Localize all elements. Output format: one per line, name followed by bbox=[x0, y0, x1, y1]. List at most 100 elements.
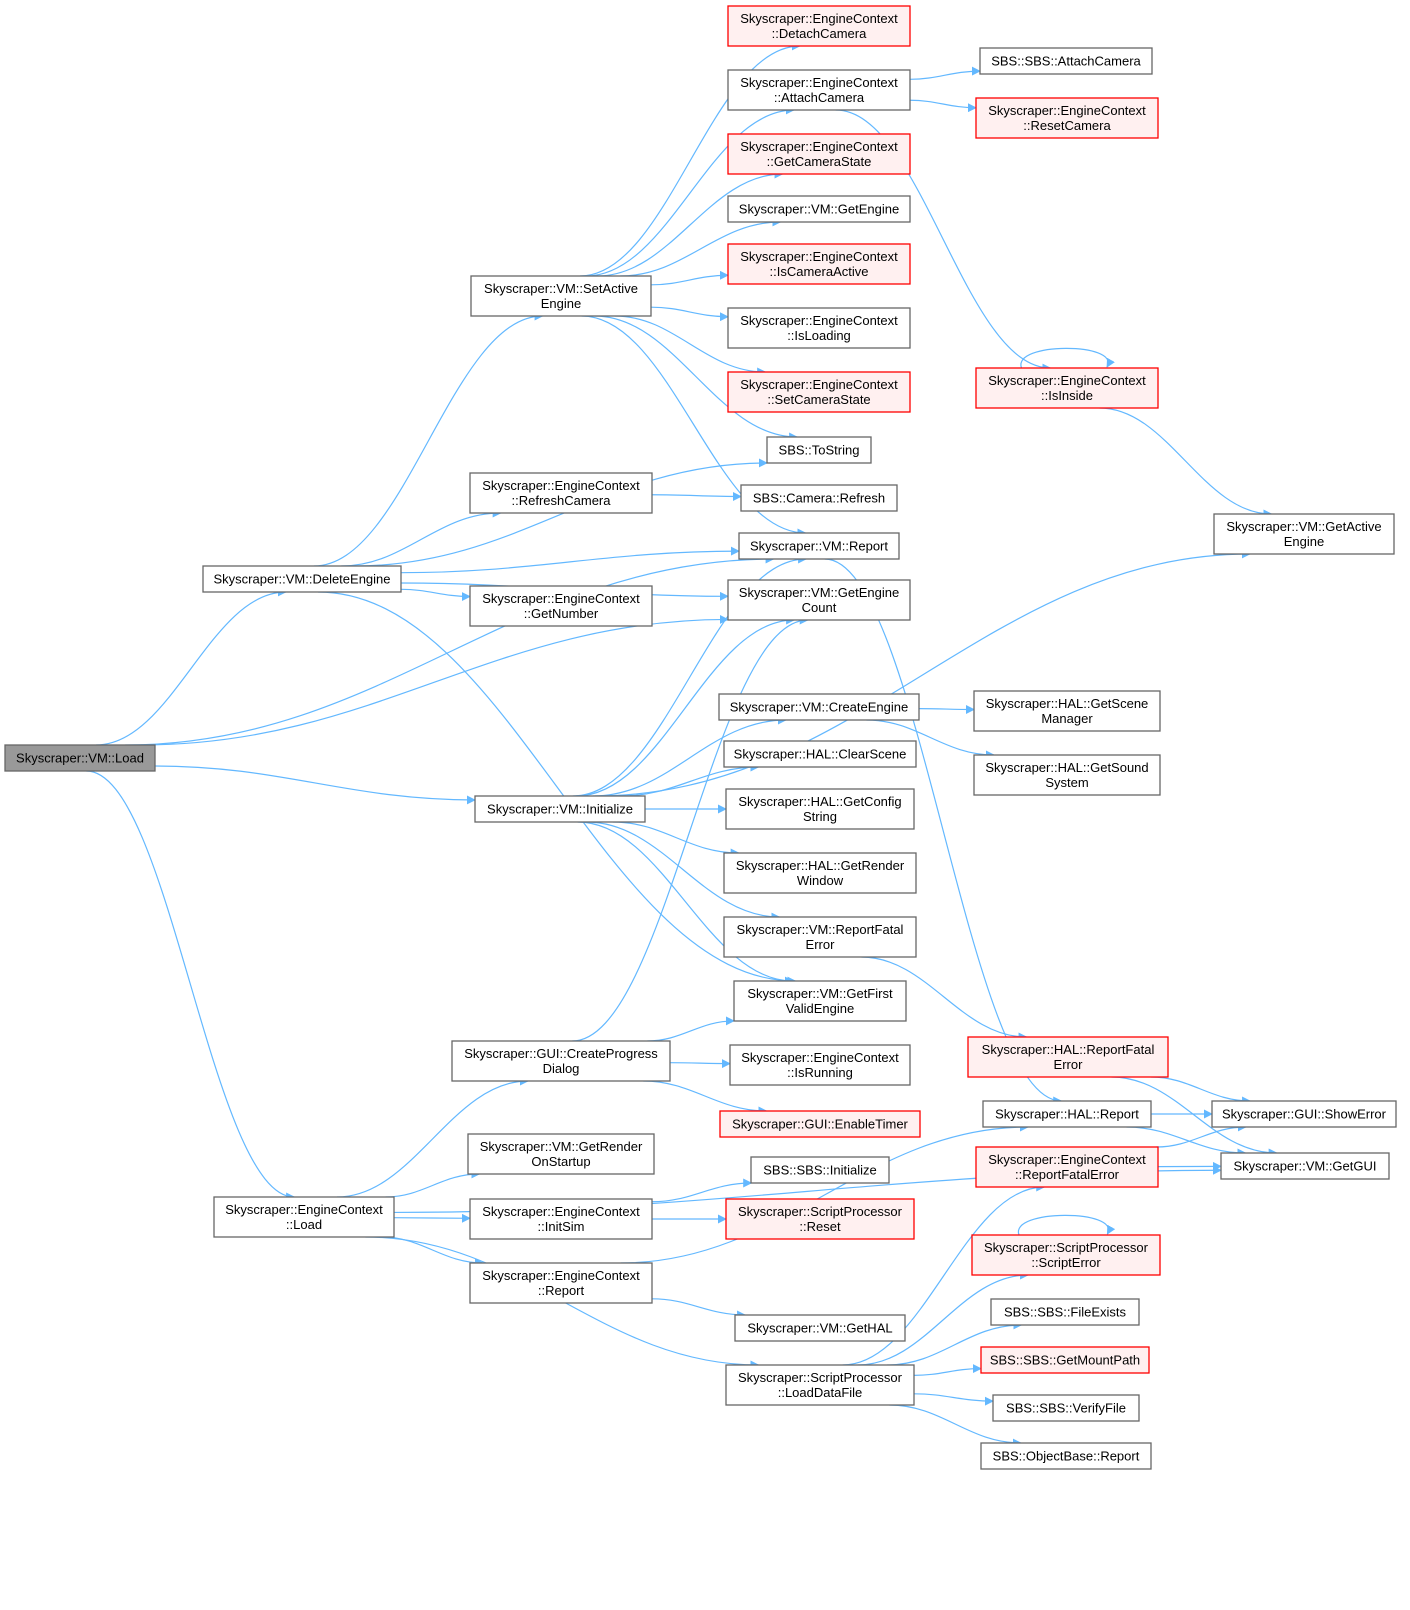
node-show-error[interactable]: Skyscraper::GUI::ShowError bbox=[1211, 1100, 1397, 1128]
node-ec-report[interactable]: Skyscraper::EngineContext::Report bbox=[469, 1262, 653, 1304]
node-get-gui[interactable]: Skyscraper::VM::GetGUI bbox=[1220, 1152, 1390, 1180]
edge-attach-cam-to-sbs-attach-cam bbox=[909, 66, 981, 80]
node-box bbox=[975, 1146, 1159, 1188]
node-box bbox=[992, 1394, 1140, 1422]
edge-ec-report-to-get-hal bbox=[651, 1298, 747, 1320]
node-label-line: Skyscraper::VM::GetRender bbox=[480, 1139, 643, 1154]
node-clear-scene[interactable]: Skyscraper::HAL::ClearScene bbox=[723, 740, 917, 768]
edge-set-active-to-vm-get-engine bbox=[620, 217, 782, 277]
node-box bbox=[451, 1040, 671, 1082]
node-label-line: SBS::SBS::Initialize bbox=[763, 1163, 876, 1178]
node-hal-report-fatal[interactable]: Skyscraper::HAL::ReportFatalError bbox=[967, 1036, 1169, 1078]
node-load[interactable]: Skyscraper::VM::Load bbox=[4, 744, 156, 772]
node-label-line: Manager bbox=[1041, 711, 1093, 726]
node-box bbox=[719, 1110, 921, 1138]
node-box bbox=[723, 916, 917, 958]
node-box bbox=[750, 1156, 890, 1184]
node-vm-report-fatal[interactable]: Skyscraper::VM::ReportFatalError bbox=[723, 916, 917, 958]
node-box bbox=[975, 367, 1159, 409]
node-get-cam-state[interactable]: Skyscraper::EngineContext::GetCameraStat… bbox=[727, 133, 911, 175]
node-to-string[interactable]: SBS::ToString bbox=[766, 436, 872, 464]
node-reset-cam[interactable]: Skyscraper::EngineContext::ResetCamera bbox=[975, 97, 1159, 139]
node-create-engine[interactable]: Skyscraper::VM::CreateEngine bbox=[718, 693, 920, 721]
node-initialize[interactable]: Skyscraper::VM::Initialize bbox=[474, 795, 646, 823]
node-box bbox=[980, 1442, 1152, 1470]
edge-delete-engine-to-get-number bbox=[400, 588, 471, 602]
node-cam-refresh[interactable]: SBS::Camera::Refresh bbox=[740, 484, 898, 512]
node-script-error[interactable]: Skyscraper::ScriptProcessor::ScriptError bbox=[971, 1234, 1161, 1276]
node-ec-report-fatal[interactable]: Skyscraper::EngineContext::ReportFatalEr… bbox=[975, 1146, 1159, 1188]
node-label-line: Skyscraper::VM::CreateEngine bbox=[730, 700, 908, 715]
node-box bbox=[1220, 1152, 1390, 1180]
node-detach-cam[interactable]: Skyscraper::EngineContext::DetachCamera bbox=[727, 5, 911, 47]
node-refresh-cam[interactable]: Skyscraper::EngineContext::RefreshCamera bbox=[469, 472, 653, 514]
node-get-number[interactable]: Skyscraper::EngineContext::GetNumber bbox=[469, 585, 653, 627]
node-box bbox=[740, 484, 898, 512]
node-verify-file[interactable]: SBS::SBS::VerifyFile bbox=[992, 1394, 1140, 1422]
edge-script-error-to-script-error bbox=[1018, 1214, 1116, 1236]
node-attach-cam[interactable]: Skyscraper::EngineContext::AttachCamera bbox=[727, 69, 911, 111]
node-vm-report[interactable]: Skyscraper::VM::Report bbox=[738, 532, 900, 560]
node-label-line: Skyscraper::HAL::GetScene bbox=[986, 696, 1149, 711]
node-enable-timer[interactable]: Skyscraper::GUI::EnableTimer bbox=[719, 1110, 921, 1138]
node-box bbox=[723, 852, 917, 894]
node-set-cam-state[interactable]: Skyscraper::EngineContext::SetCameraStat… bbox=[727, 371, 911, 413]
node-box bbox=[202, 565, 402, 593]
node-delete-engine[interactable]: Skyscraper::VM::DeleteEngine bbox=[202, 565, 402, 593]
node-obj-report[interactable]: SBS::ObjectBase::Report bbox=[980, 1442, 1152, 1470]
node-vm-get-engine[interactable]: Skyscraper::VM::GetEngine bbox=[727, 195, 911, 223]
node-label-line: ::IsRunning bbox=[787, 1065, 853, 1080]
node-label-line: Skyscraper::ScriptProcessor bbox=[984, 1240, 1149, 1255]
node-label-line: Skyscraper::EngineContext bbox=[988, 1152, 1146, 1167]
node-label-line: Count bbox=[802, 600, 837, 615]
node-is-running[interactable]: Skyscraper::EngineContext::IsRunning bbox=[729, 1044, 911, 1086]
edge-initialize-to-get-render-window bbox=[612, 821, 740, 858]
node-is-cam-active[interactable]: Skyscraper::EngineContext::IsCameraActiv… bbox=[727, 243, 911, 285]
node-box bbox=[1211, 1100, 1397, 1128]
node-is-inside[interactable]: Skyscraper::EngineContext::IsInside bbox=[975, 367, 1159, 409]
edge-create-progress-to-enable-timer bbox=[643, 1080, 768, 1116]
edge-set-active-to-set-cam-state bbox=[614, 315, 767, 377]
node-file-exists[interactable]: SBS::SBS::FileExists bbox=[990, 1298, 1140, 1326]
node-label-line: ::ScriptError bbox=[1031, 1255, 1101, 1270]
node-label-line: Engine bbox=[541, 296, 581, 311]
edge-delete-engine-to-refresh-cam bbox=[341, 508, 502, 567]
edge-attach-cam-to-is-inside bbox=[835, 109, 1052, 373]
node-box bbox=[990, 1298, 1140, 1326]
node-box bbox=[727, 195, 911, 223]
node-label-line: Skyscraper::GUI::ShowError bbox=[1222, 1107, 1387, 1122]
node-is-loading[interactable]: Skyscraper::EngineContext::IsLoading bbox=[727, 307, 911, 349]
node-get-hal[interactable]: Skyscraper::VM::GetHAL bbox=[734, 1314, 906, 1342]
node-label-line: Skyscraper::VM::DeleteEngine bbox=[213, 572, 390, 587]
node-sbs-attach-cam[interactable]: SBS::SBS::AttachCamera bbox=[979, 47, 1153, 75]
node-box bbox=[975, 97, 1159, 139]
node-sp-reset[interactable]: Skyscraper::ScriptProcessor::Reset bbox=[725, 1198, 915, 1240]
node-box bbox=[967, 1036, 1169, 1078]
node-label-line: Engine bbox=[1284, 534, 1324, 549]
node-box bbox=[727, 133, 911, 175]
node-hal-report[interactable]: Skyscraper::HAL::Report bbox=[982, 1100, 1152, 1128]
edge-load-to-ec-load bbox=[86, 770, 296, 1202]
node-ec-load[interactable]: Skyscraper::EngineContext::Load bbox=[213, 1196, 395, 1238]
node-label-line: ::IsCameraActive bbox=[770, 264, 869, 279]
node-init-sim[interactable]: Skyscraper::EngineContext::InitSim bbox=[469, 1198, 653, 1240]
edge-ec-report-fatal-to-show-error bbox=[1156, 1122, 1247, 1148]
edge-is-inside-to-get-active-engine bbox=[1099, 407, 1273, 519]
node-get-mount-path[interactable]: SBS::SBS::GetMountPath bbox=[980, 1346, 1150, 1374]
node-box bbox=[982, 1100, 1152, 1128]
node-box bbox=[980, 1346, 1150, 1374]
node-box bbox=[467, 1133, 655, 1175]
edge-ec-load-to-create-progress bbox=[336, 1076, 529, 1198]
node-sbs-initialize[interactable]: SBS::SBS::Initialize bbox=[750, 1156, 890, 1184]
node-load-data-file[interactable]: Skyscraper::ScriptProcessor::LoadDataFil… bbox=[725, 1364, 915, 1406]
